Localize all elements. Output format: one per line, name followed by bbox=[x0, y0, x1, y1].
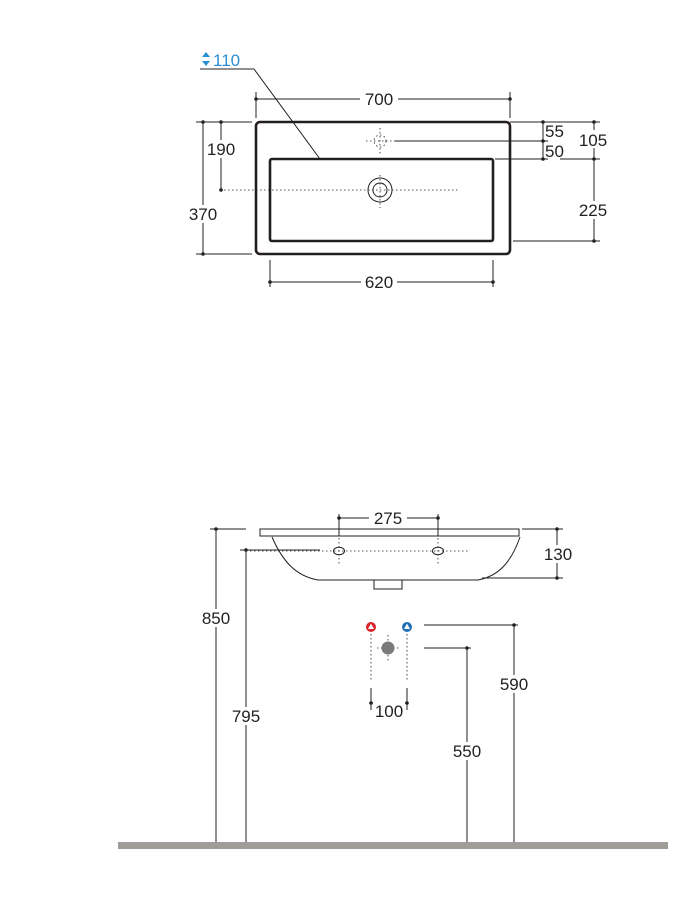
drain-diameter-annotation: 110 bbox=[200, 51, 321, 160]
waste-outlet bbox=[373, 580, 403, 590]
waste-outlet-icon bbox=[381, 641, 395, 655]
right-dimensions: 55 50 105 225 bbox=[395, 120, 611, 243]
top-view: 110 700 370 190 bbox=[186, 51, 611, 292]
width-label: 700 bbox=[365, 90, 393, 109]
floor-line bbox=[118, 842, 668, 849]
cold-water-triangle-icon bbox=[402, 622, 412, 632]
basin-profile bbox=[259, 528, 520, 537]
basin-height-dimension: 130 bbox=[482, 527, 576, 580]
supply-height-label: 590 bbox=[500, 675, 528, 694]
tap-to-bowl-label: 50 bbox=[545, 142, 564, 161]
bowl-width-label: 620 bbox=[365, 273, 393, 292]
bowl-depth-label: 225 bbox=[579, 201, 607, 220]
back-to-bowl-label: 105 bbox=[579, 131, 607, 150]
depth-label: 370 bbox=[189, 205, 217, 224]
rim-height-label: 795 bbox=[232, 707, 260, 726]
bowl-outline bbox=[268, 157, 495, 243]
bowl-width-dimension: 620 bbox=[268, 260, 495, 292]
basin-outline bbox=[254, 120, 512, 256]
width-dimension: 700 bbox=[254, 90, 512, 118]
tap-spacing-label: 275 bbox=[374, 509, 402, 528]
front-view: 275 130 850 795 bbox=[118, 509, 668, 849]
up-down-arrows-icon bbox=[202, 52, 210, 66]
drain-diameter-label: 110 bbox=[213, 51, 240, 70]
drain-height-label: 550 bbox=[453, 742, 481, 761]
height-dimensions: 850 795 bbox=[197, 527, 320, 842]
tap-spacing-dimension: 275 bbox=[337, 509, 440, 536]
depth-dimensions: 370 190 bbox=[186, 120, 252, 256]
hot-water-triangle-icon bbox=[366, 622, 376, 632]
connections: 590 550 100 bbox=[366, 622, 533, 842]
tap-to-back-label: 55 bbox=[545, 122, 564, 141]
total-height-label: 850 bbox=[202, 609, 230, 628]
supply-spacing-label: 100 bbox=[375, 702, 403, 721]
bowl-offset-label: 190 bbox=[207, 140, 235, 159]
basin-height-label: 130 bbox=[544, 545, 572, 564]
